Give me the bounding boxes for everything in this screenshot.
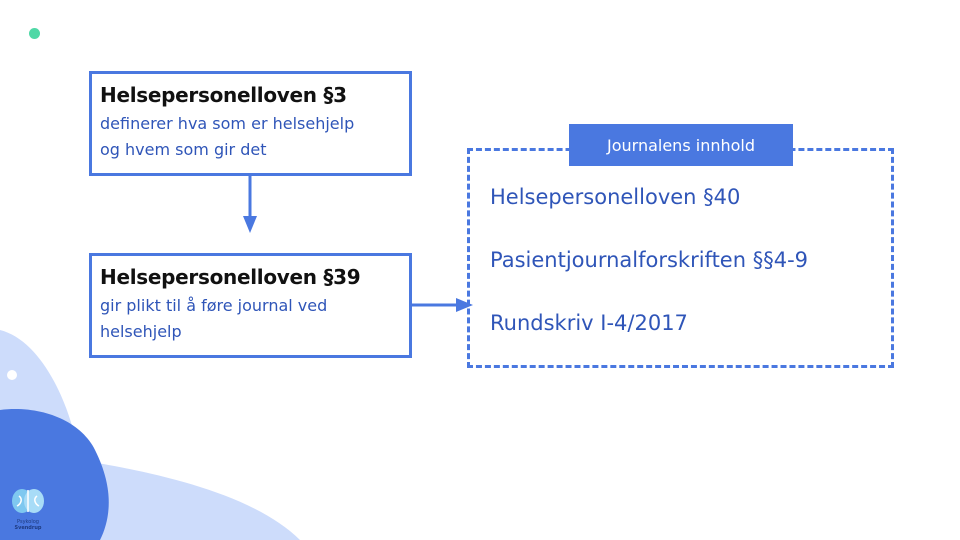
desc-line: og hvem som gir det [100,140,267,159]
box-title: Helsepersonelloven §3 [100,83,347,107]
desc-line: helsehjelp [100,322,182,341]
desc-line: gir plikt til å føre journal ved [100,296,328,315]
brain-icon [12,489,44,513]
box-title: Helsepersonelloven §39 [100,265,361,289]
law-box-section-39: Helsepersonelloven §39 gir plikt til å f… [89,253,412,358]
box-description: definerer hva som er helsehjelp og hvem … [100,111,409,163]
journal-item: Helsepersonelloven §40 [490,185,741,209]
journal-item: Pasientjournalforskriften §§4-9 [490,248,809,272]
arrow-right-head [456,298,473,312]
white-dot [7,370,17,380]
law-box-section-3: Helsepersonelloven §3 definerer hva som … [89,71,412,176]
journal-item: Rundskriv I-4/2017 [490,311,688,335]
green-dot [29,28,40,39]
logo-text-line2: Svendrup [14,525,42,531]
logo-text-line1: Psykolog [17,519,39,525]
arrow-down-head [243,216,257,233]
logo: Psykolog Svendrup [9,487,47,531]
box-description: gir plikt til å føre journal ved helsehj… [100,293,409,345]
desc-line: definerer hva som er helsehjelp [100,114,355,133]
journal-content-label: Journalens innhold [569,124,793,166]
